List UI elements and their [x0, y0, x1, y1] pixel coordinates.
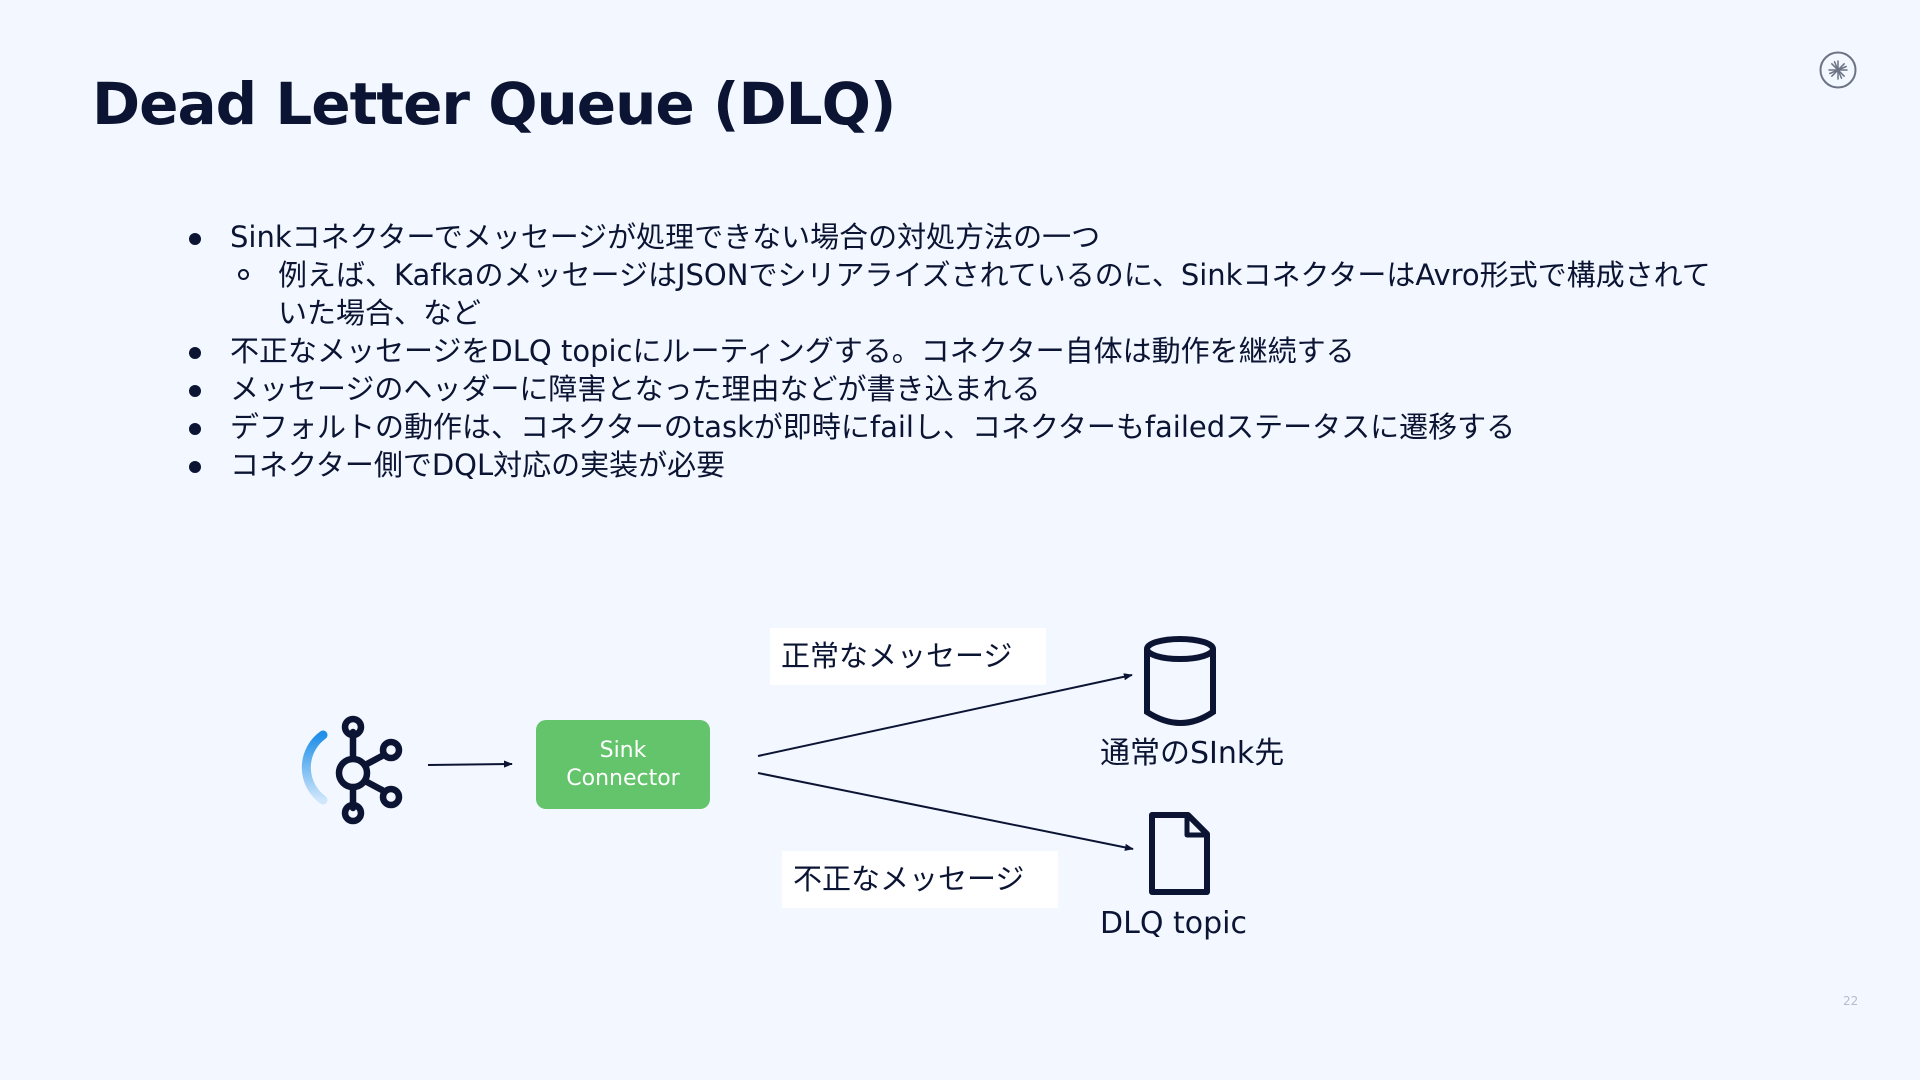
page-number: 22	[1843, 994, 1859, 1008]
document-icon	[1138, 812, 1210, 895]
confluent-logo-icon	[1819, 51, 1857, 89]
bullet-item: メッセージのヘッダーに障害となった理由などが書き込まれる	[185, 370, 1745, 408]
arrow-kafka-to-connector	[427, 760, 513, 768]
bullet-item: Sinkコネクターでメッセージが処理できない場合の対処方法の一つ	[185, 218, 1745, 256]
bullet-item: コネクター側でDQL対応の実装が必要	[185, 446, 1745, 484]
normal-message-label: 正常なメッセージ	[770, 628, 1046, 685]
bullet-item: デフォルトの動作は、コネクターのtaskが即時にfailし、コネクターもfail…	[185, 408, 1745, 446]
bullet-item: 不正なメッセージをDLQ topicにルーティングする。コネクター自体は動作を継…	[185, 332, 1745, 370]
kafka-icon	[301, 715, 403, 825]
dlq-topic-label: DLQ topic	[1100, 906, 1247, 941]
arrow-normal-message	[757, 673, 1133, 757]
connector-label-line2: Connector	[566, 765, 680, 791]
sub-bullet-line: いた場合、など	[278, 296, 482, 330]
connector-label-line1: Sink	[599, 737, 647, 763]
sub-bullet-line: 例えば、KafkaのメッセージはJSONでシリアライズされているのに、Sinkコ…	[278, 258, 1711, 292]
arrow-invalid-message	[757, 772, 1134, 851]
sink-connector-box: Sink Connector	[536, 720, 710, 809]
database-icon	[1137, 636, 1216, 726]
sub-bullet-item: 例えば、KafkaのメッセージはJSONでシリアライズされているのに、Sinkコ…	[185, 256, 1745, 332]
slide-title: Dead Letter Queue (DLQ)	[92, 70, 896, 138]
bullet-list: Sinkコネクターでメッセージが処理できない場合の対処方法の一つ 例えば、Kaf…	[185, 218, 1745, 484]
invalid-message-label: 不正なメッセージ	[782, 851, 1058, 908]
sink-destination-label: 通常のSInk先	[1100, 736, 1285, 771]
